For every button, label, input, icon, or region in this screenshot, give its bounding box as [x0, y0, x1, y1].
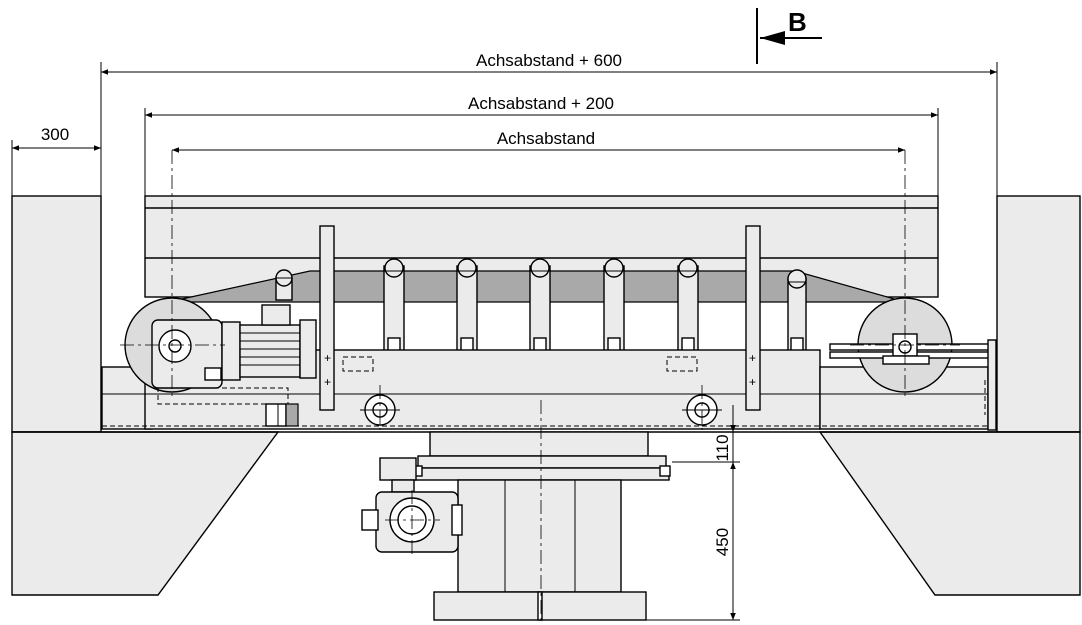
dimension-gap-label: 110 [713, 434, 732, 461]
svg-text:+: + [324, 375, 331, 389]
dimension-overall: Achsabstand + 600 [101, 51, 997, 75]
dimension-column-label: 450 [713, 528, 732, 556]
svg-text:+: + [749, 375, 756, 389]
idler [529, 258, 551, 353]
section-marker-b: B [756, 7, 822, 64]
dimension-side-offset-label: 300 [41, 125, 69, 144]
dimension-axis-label: Achsabstand [497, 129, 595, 148]
motor-base [265, 403, 299, 427]
idler [787, 269, 807, 353]
bracket-left: + + [319, 225, 335, 411]
idler [456, 258, 478, 353]
bracket-right: + + [745, 225, 761, 411]
dimension-column: 450 [713, 462, 736, 620]
extension-lines [11, 62, 998, 621]
drive-motor [151, 304, 317, 405]
dimension-gap: 110 [713, 405, 736, 462]
support-column [433, 479, 647, 621]
svg-text:+: + [324, 351, 331, 365]
svg-text:+: + [749, 351, 756, 365]
idler [275, 269, 293, 301]
dimension-overall-label: Achsabstand + 600 [476, 51, 622, 70]
dimension-axis: Achsabstand [172, 129, 905, 153]
dimension-side-offset: 300 [12, 125, 101, 151]
centre-lines [120, 150, 960, 625]
dimension-frame-label: Achsabstand + 200 [468, 94, 614, 113]
support-top-plates [406, 431, 671, 481]
right-foundation [818, 195, 1081, 596]
idler [603, 258, 625, 353]
idler-row [275, 258, 807, 353]
slewing-drive [361, 457, 463, 553]
section-letter: B [788, 7, 807, 37]
dimension-frame: Achsabstand + 200 [145, 94, 938, 118]
idler [677, 258, 699, 353]
idler [383, 258, 405, 353]
left-foundation [11, 195, 280, 596]
